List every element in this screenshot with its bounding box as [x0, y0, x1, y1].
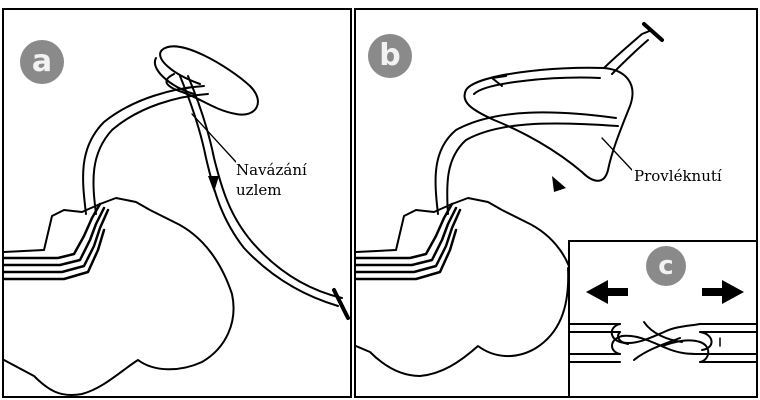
panel-c-inset: c [568, 240, 758, 398]
panel-b-badge: b [368, 34, 412, 78]
panel-a-callout-line-2: uzlem [236, 180, 346, 200]
panel-a-badge: a [20, 40, 64, 84]
panel-a-callout: Navázání uzlem [236, 160, 346, 201]
arrow-right-icon [702, 280, 744, 304]
panel-b-callout: Provléknutí [632, 166, 756, 186]
panel-b-callout-line-1: Provléknutí [634, 166, 754, 186]
panel-a-callout-line-1: Navázání [236, 160, 346, 180]
arrow-left-icon [586, 280, 628, 304]
panel-c-badge: c [646, 246, 686, 286]
panel-a: a Navázání uzlem [2, 8, 352, 398]
